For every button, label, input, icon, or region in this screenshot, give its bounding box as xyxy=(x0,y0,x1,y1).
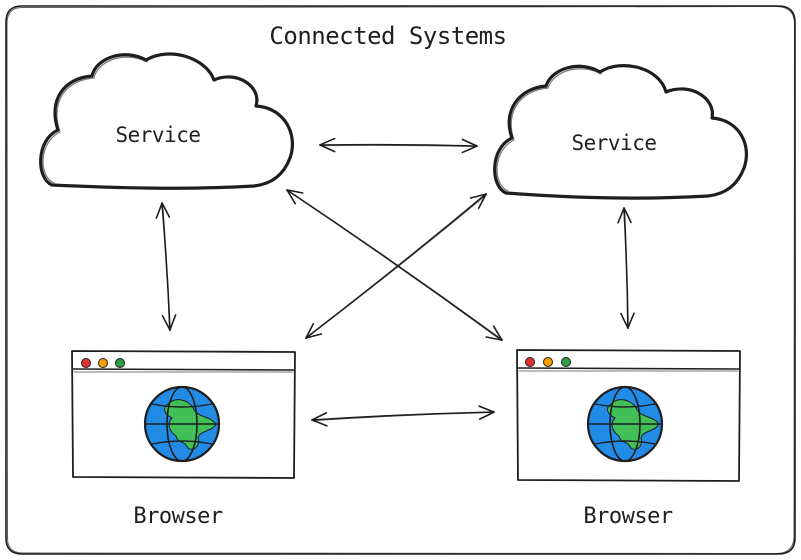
arrowhead-icon xyxy=(469,193,487,210)
browser-window-left: Browser xyxy=(71,350,296,529)
arrowhead-icon xyxy=(461,138,478,154)
globe-icon xyxy=(143,385,221,463)
browser-window-right: Browser xyxy=(516,349,741,529)
connection-arrows xyxy=(155,137,635,427)
green-dot-icon xyxy=(561,357,571,367)
arrowhead-icon xyxy=(319,137,336,153)
diagram-title: Connected Systems xyxy=(269,22,506,50)
connection-arrow-service-right-browser-left xyxy=(304,193,488,340)
service-label-left: Service xyxy=(115,123,200,147)
connection-arrow-service-right-browser-right xyxy=(617,207,635,330)
arrowhead-icon xyxy=(478,405,495,420)
connection-arrow-service-left-browser-left xyxy=(155,202,177,332)
arrowhead-icon xyxy=(311,412,328,427)
browser-label-right: Browser xyxy=(583,504,672,529)
yellow-dot-icon xyxy=(543,357,553,367)
service-label-right: Service xyxy=(571,131,656,155)
service-cloud-left: Service xyxy=(39,52,295,190)
green-dot-icon xyxy=(115,358,125,368)
red-dot-icon xyxy=(525,357,535,367)
cloud-icon xyxy=(493,64,749,200)
globe-icon xyxy=(586,385,664,463)
arrowhead-icon xyxy=(305,322,323,339)
connection-arrow-browser-left-browser-right xyxy=(311,405,495,427)
arrowhead-icon xyxy=(485,325,503,341)
arrowhead-icon xyxy=(161,314,177,331)
cloud-icon xyxy=(39,52,295,190)
connection-arrow-service-left-browser-right xyxy=(286,189,503,342)
service-cloud-right: Service xyxy=(493,64,749,200)
outer-frame xyxy=(5,5,796,555)
arrowhead-icon xyxy=(617,207,632,224)
red-dot-icon xyxy=(81,358,91,368)
browser-label-left: Browser xyxy=(133,504,222,529)
arrowhead-icon xyxy=(155,202,171,219)
connection-arrow-service-left-service-right xyxy=(319,137,478,154)
yellow-dot-icon xyxy=(98,358,108,368)
arrowhead-icon xyxy=(286,189,304,205)
arrowhead-icon xyxy=(620,312,635,329)
